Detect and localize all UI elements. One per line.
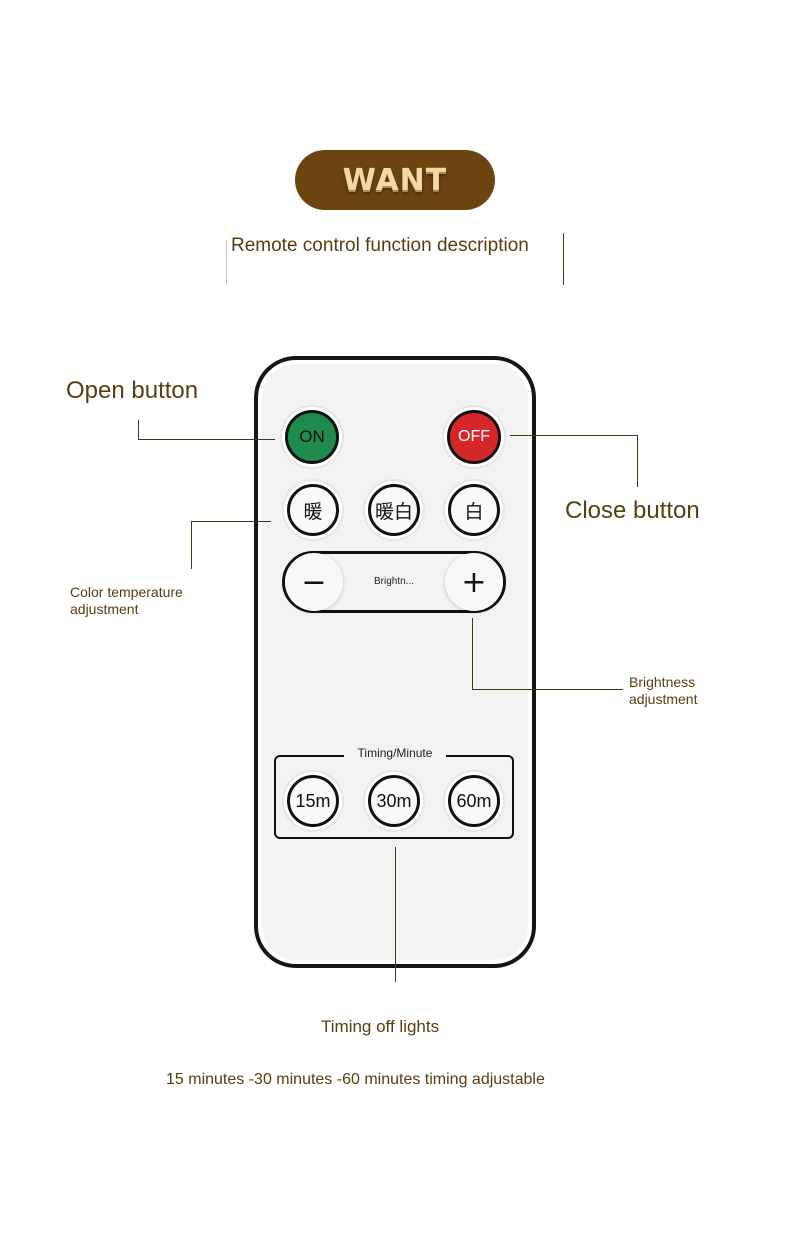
warm-button[interactable]: 暖: [287, 484, 339, 536]
timing-callout-line-v: [395, 847, 396, 982]
minus-icon: −: [301, 564, 327, 600]
close-button-callout: Close button: [565, 497, 700, 524]
brightness-plus-button[interactable]: +: [445, 553, 503, 611]
timer-60m-label: 60m: [456, 790, 492, 811]
timer-30m-button[interactable]: 30m: [368, 775, 420, 827]
color-temp-callout-line-h: [191, 521, 271, 522]
open-callout-line-h: [138, 439, 275, 440]
plus-icon: +: [461, 564, 487, 600]
timer-15m-button[interactable]: 15m: [287, 775, 339, 827]
color-temp-callout-line-v: [191, 521, 192, 569]
warm-button-label: 暖: [303, 501, 323, 523]
on-button-label: ON: [299, 427, 325, 446]
brightness-callout-line-v: [472, 618, 473, 689]
open-button-callout: Open button: [66, 377, 199, 404]
timing-off-callout: Timing off lights: [321, 1017, 440, 1036]
color-temp-callout: Color temperature adjustment: [70, 584, 183, 617]
off-button-label: OFF: [458, 428, 490, 445]
warm-white-button-label: 暖白: [374, 501, 413, 523]
brightness-callout: Brightness adjustment: [629, 674, 698, 707]
timing-description: 15 minutes -30 minutes -60 minutes timin…: [166, 1071, 545, 1088]
close-callout-line-h: [510, 435, 638, 436]
on-button[interactable]: ON: [285, 410, 339, 464]
subtitle-right-rule: [563, 233, 564, 285]
timing-title: Timing/Minute: [344, 746, 446, 760]
page-subtitle: Remote control function description: [231, 235, 529, 256]
brightness-minus-button[interactable]: −: [285, 553, 343, 611]
white-button[interactable]: 白: [448, 484, 500, 536]
brightness-label: Brightn...: [373, 576, 415, 587]
timer-15m-label: 15m: [295, 790, 331, 811]
open-callout-line-v: [138, 420, 139, 439]
timer-60m-button[interactable]: 60m: [448, 775, 500, 827]
brand-badge-text: WANT: [342, 162, 448, 198]
subtitle-left-rule: [226, 240, 227, 284]
brand-badge: WANT: [295, 150, 495, 210]
close-callout-line-v: [637, 435, 638, 487]
white-button-label: 白: [464, 501, 484, 523]
warm-white-button[interactable]: 暖白: [368, 484, 420, 536]
timer-30m-label: 30m: [376, 790, 412, 811]
off-button[interactable]: OFF: [447, 410, 501, 464]
brightness-callout-line-h: [472, 689, 623, 690]
